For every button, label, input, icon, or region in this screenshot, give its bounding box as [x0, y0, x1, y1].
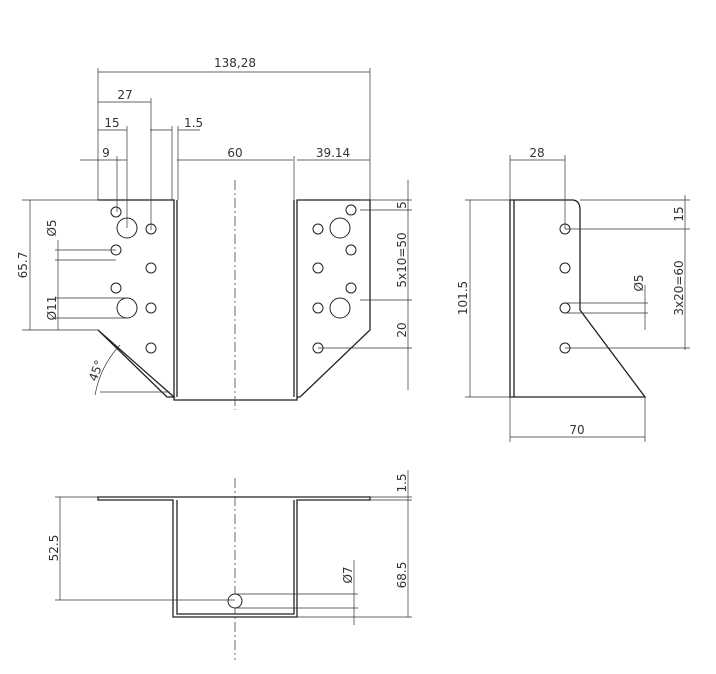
dim-thickness: 1.5 — [184, 116, 203, 130]
holes-right — [312, 204, 357, 354]
bottom-dim-lines — [55, 470, 412, 625]
dim-27: 27 — [117, 88, 132, 102]
dim-side-pitch: 3x20=60 — [672, 260, 686, 315]
dim-bottom-thickness: 1.5 — [395, 473, 409, 492]
dim-68: 68.5 — [395, 562, 409, 589]
dim-5: 5 — [395, 201, 409, 209]
dim-small-hole: Ø5 — [45, 219, 59, 236]
side-outline — [509, 199, 647, 398]
front-outline — [97, 199, 371, 401]
side-view: 28 101.5 70 15 3x20=60 Ø5 — [456, 146, 690, 442]
bottom-hole — [227, 593, 243, 609]
dim-side-height: 101.5 — [456, 281, 470, 315]
dim-52: 52.5 — [47, 535, 61, 562]
dim-9: 9 — [102, 146, 110, 160]
dim-large-hole: Ø11 — [45, 296, 59, 321]
dim-70: 70 — [569, 423, 584, 437]
holes-left — [110, 206, 157, 354]
dim-pitch: 5x10=50 — [395, 232, 409, 287]
dim-side-hole: Ø5 — [632, 274, 646, 291]
front-view: 138,28 27 15 1.5 9 60 39.14 65.7 Ø5 Ø11 … — [16, 56, 412, 410]
dim-bottom-hole: Ø7 — [341, 566, 355, 583]
dim-60: 60 — [227, 146, 242, 160]
bottom-view: 1.5 52.5 68.5 Ø7 — [47, 470, 412, 660]
dim-angle: 45° — [86, 358, 106, 383]
front-dim-lines — [22, 68, 412, 396]
side-holes — [559, 223, 571, 354]
dim-28: 28 — [529, 146, 544, 160]
side-dim-lines — [465, 155, 690, 442]
dim-20: 20 — [395, 322, 409, 337]
dim-side-15: 15 — [672, 206, 686, 221]
dim-39: 39.14 — [316, 146, 350, 160]
inner-walls — [176, 200, 295, 397]
dim-height: 65.7 — [16, 252, 30, 279]
dim-15: 15 — [104, 116, 119, 130]
dim-overall-width: 138,28 — [214, 56, 256, 70]
